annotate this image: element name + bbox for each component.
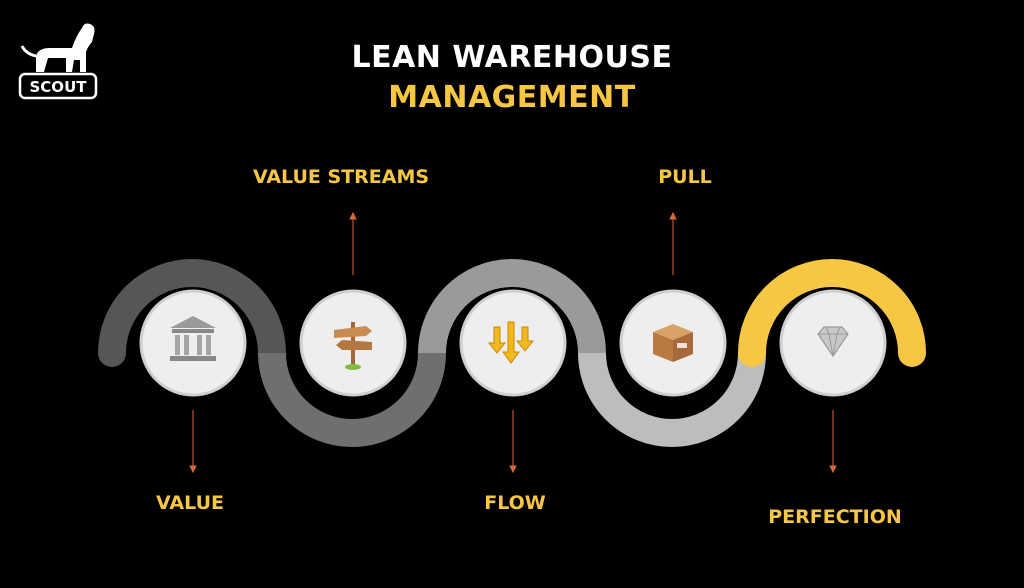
signpost-icon [334, 322, 372, 370]
segment-2 [258, 352, 446, 447]
step-label-flow: FLOW [484, 492, 546, 514]
step-circle-pull [619, 289, 727, 397]
step-label-pull: PULL [658, 166, 712, 188]
step-label-value: VALUE [156, 492, 224, 514]
step-circle-flow [459, 289, 567, 397]
arrows-down-icon [487, 321, 535, 364]
box-icon [653, 324, 693, 362]
step-circle-value-streams [299, 289, 407, 397]
scout-logo: SCOUT [18, 23, 98, 100]
step-circle-value [139, 289, 247, 397]
segment-1 [98, 259, 286, 367]
segment-5 [738, 259, 926, 367]
logo-text: SCOUT [30, 78, 88, 96]
title-line2: MANAGEMENT [388, 80, 636, 115]
segment-3 [418, 259, 606, 354]
step-label-value-streams: VALUE STREAMS [252, 166, 430, 188]
bank-icon [170, 316, 216, 361]
title-line1: LEAN WAREHOUSE [351, 40, 673, 75]
step-label-perfection: PERFECTION [768, 506, 902, 528]
diamond-icon [817, 326, 849, 358]
segment-4 [578, 352, 766, 447]
step-circle-perfection [779, 289, 887, 397]
dog-icon [20, 23, 95, 72]
